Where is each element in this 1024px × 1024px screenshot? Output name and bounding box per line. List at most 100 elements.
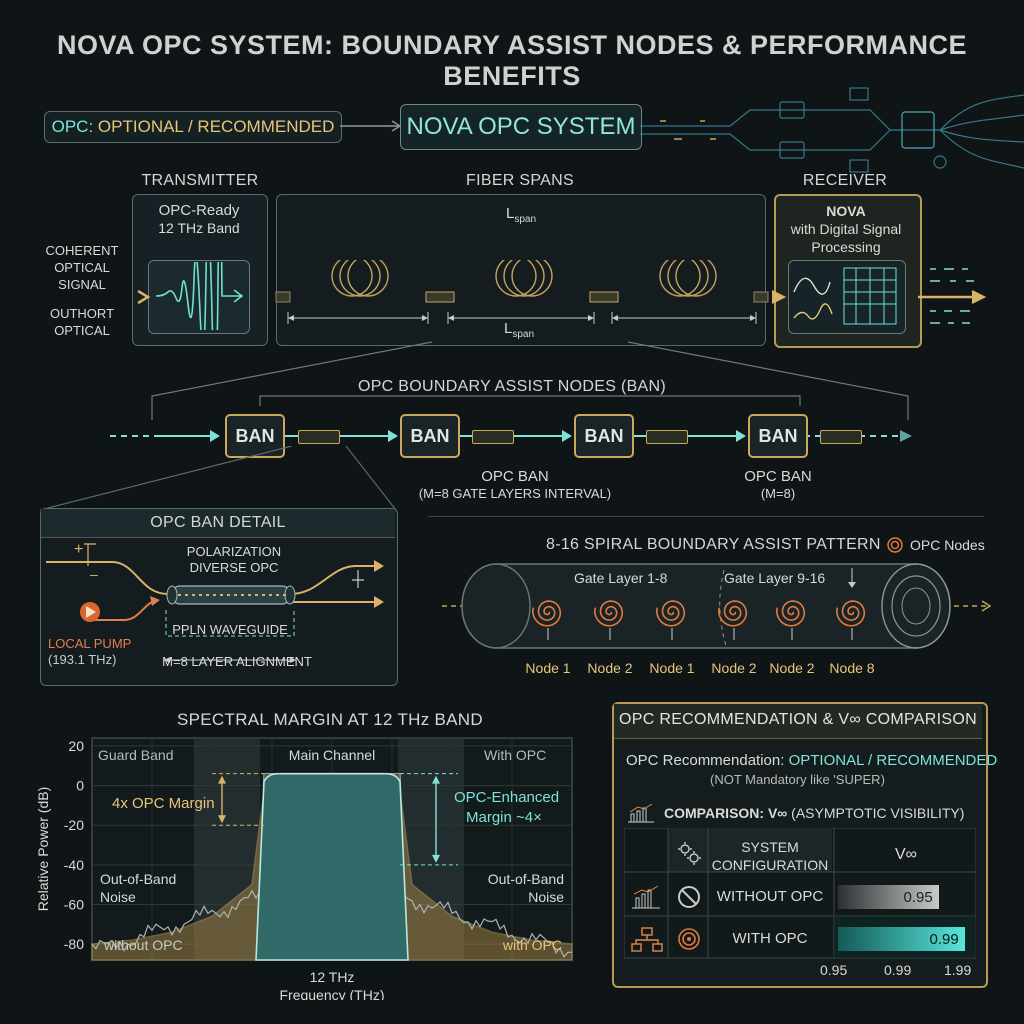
lspan-top-l: L xyxy=(506,205,515,222)
ban-waveguide-2 xyxy=(472,430,514,444)
detail-minus-sign: – xyxy=(90,566,98,582)
spiral-cylinder xyxy=(442,563,992,649)
polarization-line1: POLARIZATION xyxy=(186,544,282,559)
input-signal-line1: COHERENT xyxy=(45,243,119,258)
gate-layer-1-label: Gate Layer 1-8 xyxy=(574,570,668,586)
ban-waveguide-4 xyxy=(820,430,862,444)
ban-mid-line1: OPC BAN xyxy=(481,468,549,485)
detail-plus-sign: + xyxy=(74,541,84,558)
col-v-header: V∞ xyxy=(894,846,918,863)
ban-detail-diagram xyxy=(46,543,384,663)
recommendation-value: OPTIONAL / RECOMMENDED xyxy=(788,752,998,769)
row-with-label: WITH OPC xyxy=(732,930,808,947)
bar-chart-small-icon xyxy=(632,885,660,909)
circuit-decoration xyxy=(640,87,1024,173)
spiral-node-label-2: Node 2 xyxy=(587,660,633,676)
dsp-chip-icon xyxy=(793,267,897,325)
spiral-node-label-5: Node 2 xyxy=(769,660,815,676)
transmitter-header: TRANSMITTER xyxy=(141,172,259,189)
main-channel-shape xyxy=(255,772,409,961)
y-axis-label: Relative Power (dB) xyxy=(35,787,51,912)
input-signal-label: COHERENT OPTICAL SIGNAL xyxy=(40,242,124,293)
polarization-line2: DIVERSE OPC xyxy=(189,560,279,575)
lspan-bottom-sub: span xyxy=(512,329,535,340)
x-axis-label: Frequency (THz) xyxy=(279,987,384,1000)
spiral-icon xyxy=(678,928,700,950)
ban-node-4: BAN xyxy=(748,414,808,458)
lspan-bottom-label: Lspan xyxy=(504,320,534,340)
margin-arrowhead-left-low xyxy=(218,815,226,824)
opc-spiral-node-1 xyxy=(531,600,562,627)
opc-spiral-node-4 xyxy=(717,600,748,627)
page-title: NOVA OPC SYSTEM: BOUNDARY ASSIST NODES &… xyxy=(56,30,968,91)
x-tick-label: 12 THz xyxy=(310,969,355,985)
with-opc-bar: 0.99 xyxy=(838,927,965,951)
ban-waveguide-3 xyxy=(646,430,688,444)
transmitter-line1: OPC-Ready xyxy=(158,202,240,219)
input-signal-line3: SIGNAL xyxy=(58,277,106,292)
with-opc-value: 0.99 xyxy=(929,930,959,948)
receiver-line2: with Digital Signal xyxy=(790,221,902,237)
main-optical-path xyxy=(0,260,987,324)
lspan-top-label: Lspan xyxy=(506,205,536,225)
receiver-line1: NOVA xyxy=(826,203,866,219)
guard-band-label: Guard Band xyxy=(98,747,174,763)
margin-arrowhead-right-low xyxy=(432,854,440,863)
bar-chart-icon xyxy=(628,803,654,823)
margin-arrowhead-right-top xyxy=(432,775,440,784)
input-out-line2: OPTICAL xyxy=(54,323,110,338)
col-config-line1: SYSTEM xyxy=(741,839,799,855)
dsp-panel xyxy=(788,260,906,334)
margin-arrowhead-left-top xyxy=(218,775,226,784)
ban-mid-line2: (M=8 GATE LAYERS INTERVAL) xyxy=(418,486,612,501)
y-tick-3: -40 xyxy=(64,857,84,873)
y-tick-1: 0 xyxy=(76,778,84,794)
guard-band-right xyxy=(398,738,464,960)
system-label: NOVA OPC SYSTEM xyxy=(406,113,636,140)
ban-detail-header: OPC BAN DETAIL xyxy=(150,514,286,531)
opc-spiral-node-5 xyxy=(775,600,806,627)
opc-status-value: OPTIONAL / RECOMMENDED xyxy=(97,117,335,136)
lspan-bottom-l: L xyxy=(504,320,513,337)
detail-zoom-lines xyxy=(40,446,397,511)
pump-line2: (193.1 THz) xyxy=(48,652,117,667)
axis-tick-1: 0.99 xyxy=(884,962,912,978)
ban-right-line1: OPC BAN xyxy=(744,468,812,485)
spiral-path-2 xyxy=(593,600,624,627)
spiral-node-label-1: Node 1 xyxy=(525,660,571,676)
opc-spiral-node-3 xyxy=(655,600,686,627)
chart-title: SPECTRAL MARGIN AT 12 THz BAND xyxy=(177,710,483,729)
spiral-nodes xyxy=(531,600,866,640)
y-tick-2: -20 xyxy=(64,817,84,833)
ban-waveguide-1 xyxy=(298,430,340,444)
with-opc-label: with OPC xyxy=(502,937,562,953)
spiral-header: 8-16 SPIRAL BOUNDARY ASSIST PATTERN xyxy=(546,536,881,553)
status-connector xyxy=(340,120,402,132)
opc-spiral-node-2 xyxy=(593,600,624,627)
lspan-top-sub: span xyxy=(514,214,537,225)
row-without-label: WITHOUT OPC xyxy=(716,888,824,905)
margin-left-label: 4x OPC Margin xyxy=(112,795,215,812)
without-opc-value: 0.95 xyxy=(903,888,933,906)
noise-left-label-2: Noise xyxy=(100,889,136,905)
without-opc-bar: 0.95 xyxy=(838,885,939,909)
gear-icon xyxy=(678,842,701,865)
receiver-line3: Processing xyxy=(811,239,881,255)
axis-tick-2: 1.99 xyxy=(944,962,972,978)
ban-right-label: OPC BAN (M=8) xyxy=(718,468,838,502)
margin-right-label-2: Margin ~4× xyxy=(466,809,542,826)
spiral-legend: OPC Nodes xyxy=(886,536,985,554)
recommendation-line: OPC Recommendation: OPTIONAL / RECOMMEND… xyxy=(626,752,997,769)
opc-status-badge: OPC: OPTIONAL / RECOMMENDED xyxy=(44,111,342,143)
receiver-text: NOVA with Digital Signal Processing xyxy=(774,202,918,256)
alignment-label: M=8 LAYER ALIGNMENT xyxy=(162,654,312,669)
main-channel-label: Main Channel xyxy=(289,747,375,763)
margin-right-label-1: OPC-Enhanced xyxy=(454,789,559,806)
ban-node-3: BAN xyxy=(574,414,634,458)
recommendation-header: OPC RECOMMENDATION & V∞ COMPARISON xyxy=(619,711,977,728)
spiral-path-1 xyxy=(531,600,562,627)
opc-node-legend-icon xyxy=(887,537,903,553)
opc-spiral-node-6 xyxy=(835,600,866,627)
without-opc-label: without OPC xyxy=(103,937,183,953)
